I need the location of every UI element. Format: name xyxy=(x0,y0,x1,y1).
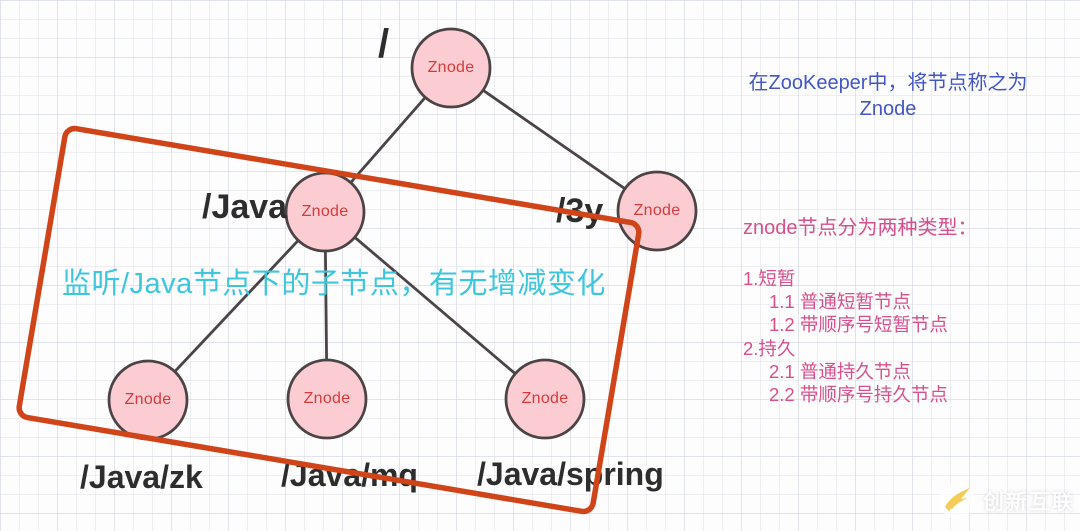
znode-circle-label: Znode xyxy=(521,390,569,407)
watch-note: 监听/Java节点下的子节点，有无增减变化 xyxy=(62,268,606,300)
edge-java-spring xyxy=(324,210,546,401)
watermark-brand-text: 创新互联 xyxy=(983,491,1075,514)
znode-circle-java-mq xyxy=(286,358,368,440)
types-list-item: 2.2 带顺序号持久节点 xyxy=(769,384,948,406)
watermark-logo: 创新互联 xyxy=(938,482,1075,520)
node-path-label-root: / xyxy=(378,22,390,66)
znode-circle-label: Znode xyxy=(427,59,475,76)
znode-circle-label: Znode xyxy=(303,390,351,407)
types-list-item: 1.短暂 xyxy=(743,268,796,289)
types-title: znode节点分为两种类型： xyxy=(743,217,978,239)
naming-note-line2: Znode xyxy=(859,98,917,121)
watermark-brand-icon xyxy=(939,483,975,519)
types-list-item: 2.1 普通持久节点 xyxy=(769,360,911,382)
znode-circle-label: Znode xyxy=(124,391,172,408)
node-path-label-java-zk: /Java/zk xyxy=(80,459,203,495)
node-path-label-java-spring: /Java/spring xyxy=(477,456,664,492)
znode-types-block: znode节点分为两种类型： 1.短暂 1.1 普通短暂节点 1.2 带顺序号短… xyxy=(743,211,978,406)
types-list-item: 2.持久 xyxy=(743,337,796,359)
types-list-item: 1.1 普通短暂节点 xyxy=(769,291,911,313)
naming-note: 在ZooKeeper中，将节点称之为 Znode xyxy=(742,70,1034,123)
highlight-box xyxy=(16,125,642,515)
znode-circle-java-spring xyxy=(504,358,586,440)
znode-circle-root xyxy=(410,27,492,109)
znode-circle-label: Znode xyxy=(301,203,349,220)
node-path-label-java: /Java xyxy=(202,188,288,226)
znode-circle-label: Znode xyxy=(633,202,681,219)
edge-java-zk xyxy=(146,211,327,401)
types-list-item: 1.2 带顺序号短暂节点 xyxy=(769,314,948,336)
edge-root-3y xyxy=(450,66,658,213)
naming-note-line1: 在ZooKeeper中，将节点称之为 xyxy=(748,72,1028,94)
types-list: 1.短暂 1.1 普通短暂节点 1.2 带顺序号短暂节点 2.持久 2.1 普通… xyxy=(743,267,978,406)
